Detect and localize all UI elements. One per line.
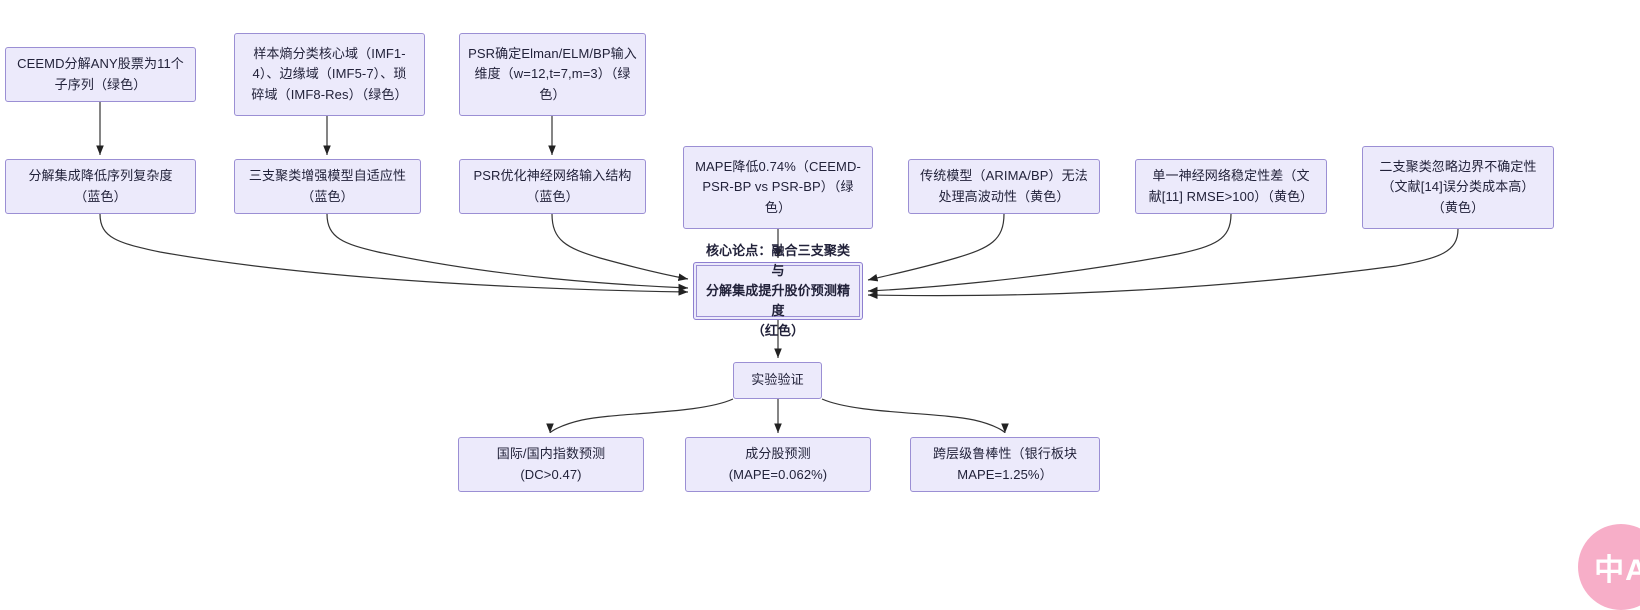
node-ceemd-decomposition[interactable]: CEEMD分解ANY股票为11个 子序列（绿色） bbox=[5, 47, 196, 102]
edge-n8-core bbox=[867, 213, 1005, 282]
node-label: 成分股预测 (MAPE=0.062%) bbox=[728, 446, 828, 482]
node-cross-level-robustness-result[interactable]: 跨层级鲁棒性（银行板块 MAPE=1.25%） bbox=[910, 437, 1100, 492]
edge-n5-core bbox=[326, 213, 689, 292]
node-label: 国际/国内指数预测 (DC>0.47) bbox=[496, 446, 606, 482]
node-experimental-validation[interactable]: 实验验证 bbox=[733, 362, 822, 399]
node-decomposition-reduces-complexity[interactable]: 分解集成降低序列复杂度 （蓝色） bbox=[5, 159, 196, 214]
diagram-canvas: CEEMD分解ANY股票为11个 子序列（绿色） 样本熵分类核心域（IMF1- … bbox=[5, 33, 1640, 610]
watermark-badge: 中A bbox=[1578, 524, 1640, 610]
node-core-thesis[interactable]: 核心论点：融合三支聚类与 分解集成提升股价预测精度 （红色） bbox=[693, 243, 863, 338]
edge-n10-core bbox=[867, 228, 1459, 299]
node-two-way-clustering-limitation[interactable]: 二支聚类忽略边界不确定性 （文献[14]误分类成本高） （黄色） bbox=[1362, 146, 1554, 229]
node-sample-entropy-classification[interactable]: 样本熵分类核心域（IMF1- 4）、边缘域（IMF5-7）、琐 碎域（IMF8-… bbox=[234, 33, 425, 116]
node-psr-input-dimension[interactable]: PSR确定Elman/ELM/BP输入 维度（w=12,t=7,m=3）（绿 色… bbox=[459, 33, 646, 116]
watermark-label: 中A bbox=[1594, 554, 1640, 587]
node-label: 三支聚类增强模型自适应性 （蓝色） bbox=[248, 168, 407, 204]
edge-n9-core bbox=[867, 213, 1232, 295]
edge-exp-r1 bbox=[546, 398, 734, 434]
node-psr-optimizes-network-input[interactable]: PSR优化神经网络输入结构 （蓝色） bbox=[459, 159, 646, 214]
node-label: MAPE降低0.74%（CEEMD- PSR-BP vs PSR-BP）（绿 色… bbox=[695, 159, 861, 215]
node-label: CEEMD分解ANY股票为11个 子序列（绿色） bbox=[17, 56, 184, 92]
node-label: 二支聚类忽略边界不确定性 （文献[14]误分类成本高） （黄色） bbox=[1379, 159, 1537, 215]
node-label: 样本熵分类核心域（IMF1- 4）、边缘域（IMF5-7）、琐 碎域（IMF8-… bbox=[251, 46, 408, 102]
node-label: 单一神经网络稳定性差（文 献[11] RMSE>100）（黄色） bbox=[1148, 168, 1314, 204]
node-label: 跨层级鲁棒性（银行板块 MAPE=1.25%） bbox=[932, 446, 1078, 482]
node-three-way-clustering-adaptivity[interactable]: 三支聚类增强模型自适应性 （蓝色） bbox=[234, 159, 421, 214]
node-label: PSR确定Elman/ELM/BP输入 维度（w=12,t=7,m=3）（绿 色… bbox=[468, 46, 637, 102]
node-label: 分解集成降低序列复杂度 （蓝色） bbox=[28, 168, 173, 204]
edge-n6-core bbox=[551, 213, 689, 282]
node-index-forecast-result[interactable]: 国际/国内指数预测 (DC>0.47) bbox=[458, 437, 644, 492]
node-traditional-models-limitation[interactable]: 传统模型（ARIMA/BP）无法 处理高波动性（黄色） bbox=[908, 159, 1100, 214]
node-label: 核心论点：融合三支聚类与 分解集成提升股价预测精度 （红色） bbox=[705, 242, 851, 339]
node-single-network-instability[interactable]: 单一神经网络稳定性差（文 献[11] RMSE>100）（黄色） bbox=[1135, 159, 1327, 214]
edge-exp-r3 bbox=[821, 398, 1009, 434]
node-label: 实验验证 bbox=[751, 372, 804, 388]
node-constituent-stock-result[interactable]: 成分股预测 (MAPE=0.062%) bbox=[685, 437, 871, 492]
edge-n4-core bbox=[99, 213, 689, 296]
node-label: PSR优化神经网络输入结构 （蓝色） bbox=[473, 168, 632, 204]
node-mape-reduction[interactable]: MAPE降低0.74%（CEEMD- PSR-BP vs PSR-BP）（绿 色… bbox=[683, 146, 873, 229]
node-label: 传统模型（ARIMA/BP）无法 处理高波动性（黄色） bbox=[920, 168, 1088, 204]
